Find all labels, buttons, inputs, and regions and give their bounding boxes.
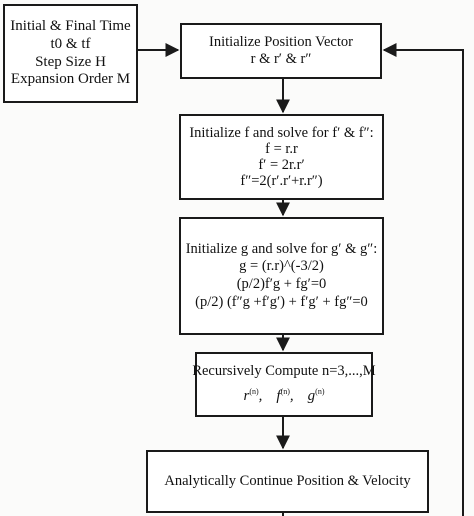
- input-parameters-box: Initial & Final Time t0 & tf Step Size H…: [3, 4, 138, 103]
- derivative-terms: r(n), f(n), g(n): [244, 387, 325, 406]
- initialize-position-box: Initialize Position Vector r & r′ & r″: [180, 23, 382, 79]
- f-derivative-term: f(n),: [276, 387, 294, 405]
- initialize-g-box: Initialize g and solve for g′ & g″: g = …: [179, 217, 384, 335]
- g-equation-1: g = (r.r)^(-3/2): [239, 258, 324, 275]
- f-title: Initialize f and solve for f′ & f″:: [189, 124, 374, 141]
- recursive-title: Recursively Compute n=3,...,M: [192, 363, 376, 380]
- f-equation-3: f″=2(r′.r′+r.r″): [240, 173, 323, 190]
- g-equation-2: (p/2)f′g + fg′=0: [236, 276, 327, 292]
- input-line-time: Initial & Final Time: [10, 18, 131, 35]
- analytic-title: Analytically Continue Position & Velocit…: [164, 472, 411, 489]
- g-equation-3: (p/2) (f″g +f′g′) + f′g′ + fg″=0: [195, 293, 368, 310]
- position-vectors: r & r′ & r″: [250, 51, 312, 67]
- position-title: Initialize Position Vector: [209, 33, 353, 50]
- initialize-f-box: Initialize f and solve for f′ & f″: f = …: [179, 114, 384, 200]
- input-line-expansion-order: Expansion Order M: [10, 71, 131, 88]
- f-equation-2: f′ = 2r.r′: [258, 157, 305, 173]
- input-line-t0-tf: t0 & tf: [50, 35, 91, 52]
- recursive-compute-box: Recursively Compute n=3,...,M r(n), f(n)…: [192, 352, 376, 417]
- input-line-step-size: Step Size H: [35, 53, 106, 70]
- f-equation-1: f = r.r: [265, 140, 298, 157]
- feedback-loop-arrow: [382, 43, 464, 516]
- g-derivative-term: g(n): [307, 387, 325, 405]
- r-derivative-term: r(n),: [243, 387, 263, 405]
- analytic-continuation-box: Analytically Continue Position & Velocit…: [146, 450, 429, 513]
- g-title: Initialize g and solve for g′ & g″:: [185, 240, 378, 257]
